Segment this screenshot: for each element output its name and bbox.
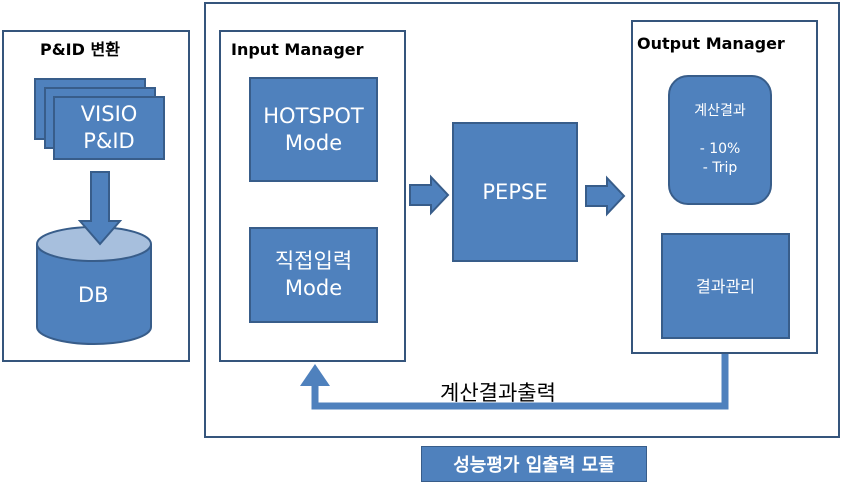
db-label: DB [78, 283, 109, 307]
output-manager-title: Output Manager [637, 34, 785, 53]
hotspot-mode-box: HOTSPOT Mode [249, 77, 378, 182]
db-cylinder-icon [36, 226, 152, 345]
pepse-box: PEPSE [452, 122, 578, 262]
pid-conversion-title: P&ID 변환 [40, 40, 120, 59]
calc-result-box: 계산결과 - 10% - Trip [668, 75, 772, 205]
feedback-arrow-icon [300, 354, 729, 410]
right-arrow-icon [585, 175, 626, 217]
right-arrow-icon [409, 174, 450, 216]
direct-input-mode-box: 직접입력 Mode [249, 227, 378, 323]
visio-pid-document: VISIO P&ID [53, 96, 165, 160]
feedback-label: 계산결과출력 [440, 381, 556, 405]
down-arrow-icon [77, 171, 123, 246]
result-management-box: 결과관리 [661, 233, 790, 339]
io-module-label: 성능평가 입출력 모듈 [421, 446, 647, 482]
input-manager-title: Input Manager [231, 40, 364, 59]
